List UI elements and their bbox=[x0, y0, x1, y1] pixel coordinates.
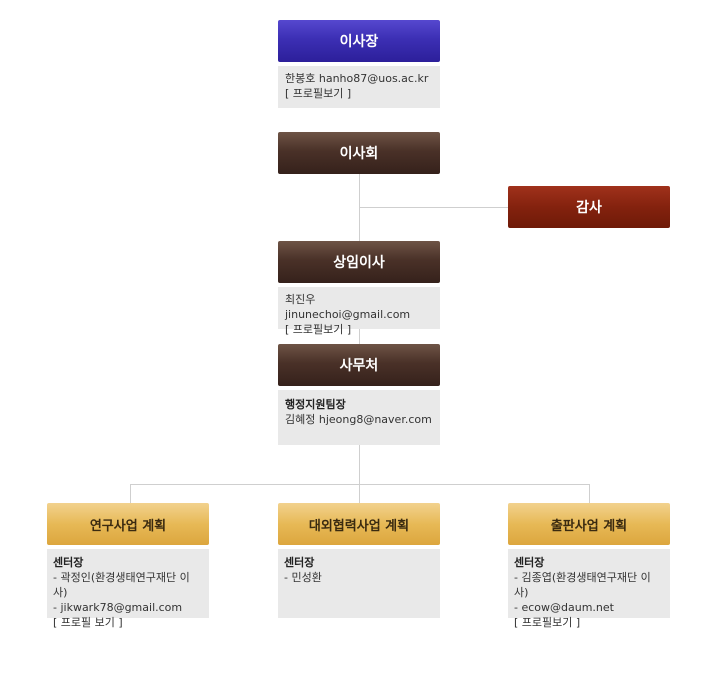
connector-standing-secretariat bbox=[359, 329, 360, 344]
secretariat-info: 행정지원팀장 김혜정 hjeong8@naver.com bbox=[278, 390, 440, 445]
chairman-box: 이사장 bbox=[278, 20, 440, 62]
project-publishing-box: 출판사업 계획 bbox=[508, 503, 670, 545]
project-research-line-2: - jikwark78@gmail.com bbox=[53, 601, 183, 614]
project-publishing-role: 센터장 bbox=[514, 556, 545, 569]
project-publishing-line-2: - ecow@daum.net bbox=[514, 601, 614, 614]
standing-director-name: 최진우 jinunechoi@gmail.com bbox=[285, 293, 411, 321]
project-research-role: 센터장 bbox=[53, 556, 84, 569]
chairman-info: 한봉호 hanho87@uos.ac.kr [ 프로필보기 ] bbox=[278, 66, 440, 108]
secretariat-label: 사무처 bbox=[339, 358, 379, 374]
connector-project-center bbox=[359, 484, 360, 503]
project-cooperation-box: 대외협력사업 계획 bbox=[278, 503, 440, 545]
connector-secretariat-down bbox=[359, 445, 360, 485]
standing-director-profile-link[interactable]: [ 프로필보기 ] bbox=[285, 323, 352, 336]
project-research-info: 센터장 - 곽정인(환경생태연구재단 이사) - jikwark78@gmail… bbox=[47, 549, 209, 629]
auditor-label: 감사 bbox=[576, 200, 602, 216]
project-cooperation-line-1: - 민성환 bbox=[284, 571, 322, 584]
project-cooperation-label: 대외협력사업 계획 bbox=[308, 518, 410, 534]
connector-auditor bbox=[359, 207, 509, 208]
project-publishing-profile-link[interactable]: [ 프로필보기 ] bbox=[514, 616, 581, 629]
project-research-profile-link[interactable]: [ 프로필 보기 ] bbox=[53, 616, 123, 629]
chairman-profile-link[interactable]: [ 프로필보기 ] bbox=[285, 87, 352, 100]
project-research-label: 연구사업 계획 bbox=[89, 518, 167, 534]
board-box: 이사회 bbox=[278, 132, 440, 174]
project-research-line-1: - 곽정인(환경생태연구재단 이사) bbox=[53, 571, 190, 599]
chairman-label: 이사장 bbox=[339, 34, 379, 50]
secretariat-title: 행정지원팀장 bbox=[285, 398, 346, 411]
connector-project-right bbox=[589, 484, 590, 503]
standing-director-info: 최진우 jinunechoi@gmail.com [ 프로필보기 ] bbox=[278, 287, 440, 336]
board-label: 이사회 bbox=[339, 146, 379, 162]
secretariat-box: 사무처 bbox=[278, 344, 440, 386]
auditor-box: 감사 bbox=[508, 186, 670, 228]
project-publishing-line-1: - 김종엽(환경생태연구재단 이사) bbox=[514, 571, 651, 599]
project-cooperation-info: 센터장 - 민성환 bbox=[278, 549, 440, 618]
secretariat-name: 김혜정 hjeong8@naver.com bbox=[285, 413, 432, 426]
project-publishing-info: 센터장 - 김종엽(환경생태연구재단 이사) - ecow@daum.net [… bbox=[508, 549, 670, 629]
standing-director-box: 상임이사 bbox=[278, 241, 440, 283]
project-research-box: 연구사업 계획 bbox=[47, 503, 209, 545]
connector-horizontal-projects bbox=[130, 484, 590, 485]
chairman-name: 한봉호 hanho87@uos.ac.kr bbox=[285, 72, 429, 85]
project-cooperation-role: 센터장 bbox=[284, 556, 315, 569]
project-publishing-label: 출판사업 계획 bbox=[550, 518, 628, 534]
standing-director-label: 상임이사 bbox=[333, 255, 385, 271]
connector-project-left bbox=[130, 484, 131, 503]
